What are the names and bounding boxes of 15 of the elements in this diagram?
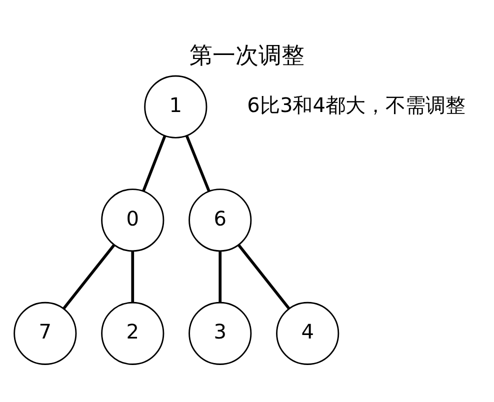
node-circle: 2 — [101, 301, 164, 364]
node-circle: 4 — [276, 301, 340, 364]
node-circle: 6 — [188, 188, 252, 252]
connector — [62, 244, 116, 309]
node-circle: 3 — [188, 301, 252, 364]
connector — [131, 250, 134, 302]
node-circle: 1 — [144, 74, 208, 138]
connector — [218, 250, 222, 302]
node-circle: 7 — [14, 301, 77, 364]
connector — [238, 244, 290, 309]
connector — [186, 135, 210, 192]
diagram-title: 第一次调整 — [190, 42, 304, 68]
connector — [142, 135, 166, 191]
label: 6比3和4都大，不需调整 — [247, 92, 466, 117]
node-circle: 0 — [101, 188, 164, 252]
